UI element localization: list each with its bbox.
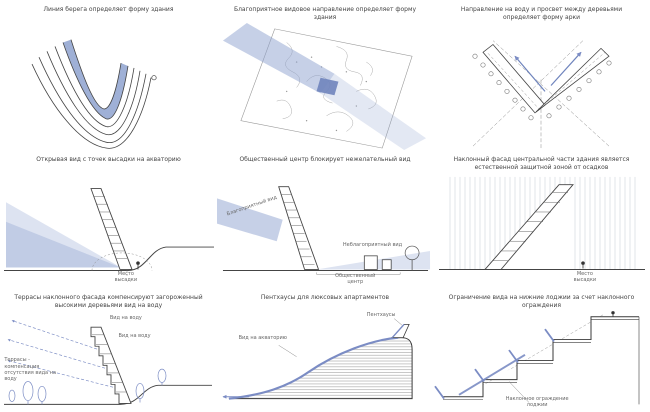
railing-label: Наклонное ограждение лоджии	[505, 395, 569, 409]
site-plan-drawing	[222, 23, 427, 150]
view-water-label-mid: Вид на воду	[118, 333, 151, 340]
ground-line	[4, 246, 214, 271]
shore-end-marker	[151, 75, 157, 81]
person-figure	[136, 261, 140, 270]
panel-shoreline: Линия берега определяет форму здания	[0, 0, 217, 150]
facade-stripes	[228, 337, 413, 399]
arch-drawing	[472, 40, 612, 149]
panel-dropoff-view: Открывая вид с точек высадки на акватори…	[0, 150, 217, 288]
view-cone	[6, 221, 121, 268]
panel-view-direction: Благоприятное видовое направление опреде…	[217, 0, 433, 150]
dropoff-art: Место высадки	[0, 173, 217, 288]
building-footprint	[316, 77, 339, 96]
railing-slope-line	[458, 354, 526, 396]
unfavorable-view-wedge	[316, 250, 431, 270]
panel-arch: Направление на воду и просвет между дере…	[433, 0, 650, 150]
panel-rain-protection: Наклонный фасад центральной части здания…	[433, 150, 650, 288]
panel-loggia-railing: Ограничение вида на нижние лоджии за сче…	[433, 288, 650, 412]
shoreline-drawing	[31, 39, 157, 149]
water-view-label: Вид на акваторию	[238, 335, 287, 342]
rain-drawing	[439, 176, 645, 270]
view-sightlines	[7, 320, 114, 388]
panel-terraces: Террасы наклонного фасада компенсируют з…	[0, 288, 217, 412]
loggia-drawing	[434, 311, 640, 405]
penthouse-label: Пентхаусы	[366, 312, 396, 318]
panel-penthouses: Пентхаусы для люксовых апартаментов	[217, 288, 433, 412]
public-center-building	[363, 255, 378, 270]
dropoff-label: Место высадки	[573, 270, 597, 283]
water-direction-arrows	[514, 51, 582, 92]
unfavorable-view-label: Неблагоприятный вид	[342, 242, 403, 248]
panel-caption: Направление на воду и просвет между дере…	[460, 6, 623, 21]
dropoff-drawing	[4, 188, 214, 278]
favorable-view-beam	[217, 198, 283, 242]
inclined-facade-edge	[228, 336, 399, 400]
terraces-note-label: Террасы - компенсация отсутствия вида на…	[4, 357, 57, 383]
stepped-tower	[90, 326, 132, 404]
panel-caption: Пентхаусы для люксовых апартаментов	[260, 294, 390, 301]
penthouses-drawing	[222, 318, 413, 400]
panel-caption: Ограничение вида на нижние лоджии за сче…	[448, 294, 635, 309]
view-water-label-top: Вид на воду	[109, 315, 142, 322]
inclined-railings	[434, 328, 555, 400]
tree-canopies	[8, 368, 167, 405]
low-building	[381, 259, 392, 270]
arch-right-arm	[535, 47, 610, 113]
panel-caption: Линия берега определяет форму здания	[43, 6, 174, 13]
shoreline-art	[0, 23, 217, 150]
public-center-label: Общественный центр	[335, 273, 376, 286]
person-figure	[581, 261, 585, 269]
panel-public-center: Общественный центр блокирует нежелательн…	[217, 150, 433, 288]
panel-caption: Наклонный фасад центральной части здания…	[453, 156, 630, 171]
dropoff-label: Место высадки	[114, 270, 138, 283]
terraces-drawing	[4, 320, 212, 405]
tree	[404, 245, 420, 271]
arch-left-arm	[482, 43, 546, 114]
view-beam	[222, 23, 335, 94]
panel-caption: Открывая вид с точек высадки на акватори…	[36, 156, 181, 163]
stepped-terraces	[443, 316, 639, 398]
public-center-drawing	[217, 186, 431, 275]
inclined-tower	[278, 186, 320, 270]
inclined-tower	[484, 184, 574, 270]
tree-row	[472, 53, 612, 121]
terraces-art: Вид на воду Вид на воду Террасы - компен…	[0, 311, 217, 412]
arch-art	[433, 23, 650, 150]
panel-caption: Благоприятное видовое направление опреде…	[233, 6, 417, 21]
panel-caption: Общественный центр блокирует нежелательн…	[239, 156, 411, 163]
public-center-art: Благоприятный вид Неблагоприятный вид Об…	[217, 173, 433, 288]
loggia-art: Наклонное ограждение лоджии	[433, 311, 650, 412]
penthouses-art: Вид на акваторию Пентхаусы	[217, 311, 433, 412]
person-figure	[611, 311, 615, 317]
site-plan-art	[217, 23, 433, 150]
panel-caption: Террасы наклонного фасада компенсируют з…	[14, 294, 203, 309]
inclined-tower	[90, 188, 133, 270]
rain-art: Место высадки	[433, 173, 650, 288]
ground-line	[4, 384, 212, 405]
